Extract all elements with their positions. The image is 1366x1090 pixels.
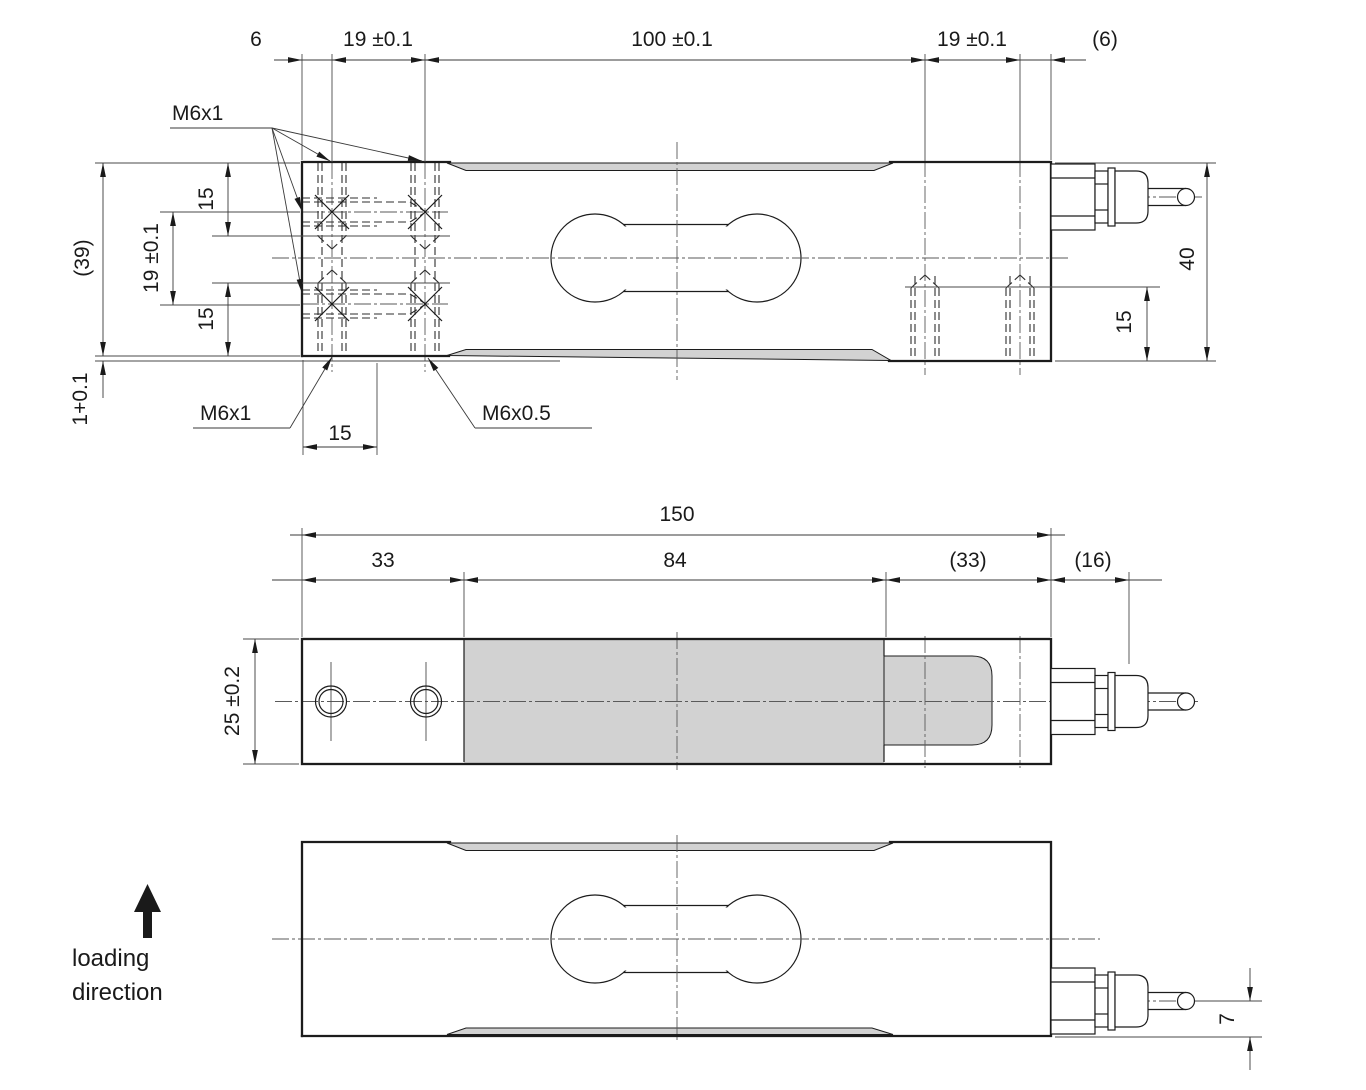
dim-pitch-left: 19 ±0.1 — [343, 28, 413, 51]
dim-span: 100 ±0.1 — [631, 28, 713, 51]
dimension-lines — [102, 59, 1251, 1070]
mounting-holes — [314, 685, 443, 718]
dim-pitch-right: 19 ±0.1 — [937, 28, 1007, 51]
dimension-arrowheads — [100, 57, 1253, 1051]
side-view-top — [272, 142, 1205, 380]
thread-holes-right-block — [910, 274, 1035, 361]
note-direction: direction — [72, 979, 163, 1006]
dim-body-height: (39) — [71, 239, 94, 276]
dim-total-length: 150 — [659, 503, 694, 526]
extension-lines — [95, 54, 1262, 1038]
loading-direction-arrow — [134, 884, 161, 938]
dim-total-height: 40 — [1176, 247, 1199, 270]
top-slot — [446, 842, 894, 851]
dim-thread-depth-right: 15 — [1113, 310, 1136, 333]
dim-left-section: 33 — [371, 549, 394, 572]
top-slot — [446, 162, 894, 171]
dim-step: 1+0.1 — [69, 372, 92, 425]
thread-chamfer-marks — [314, 194, 443, 322]
dimension-texts: 6 19 ±0.1 100 ±0.1 19 ±0.1 (6) M6x1 (39)… — [69, 28, 1239, 1025]
label-thread-fine: M6x0.5 — [482, 402, 551, 425]
dim-right-section: (33) — [949, 549, 986, 572]
dim-connector-length: (16) — [1074, 549, 1111, 572]
dim-depth-top: 15 — [195, 187, 218, 210]
side-view-bottom — [272, 835, 1200, 1043]
label-thread-top: M6x1 — [172, 102, 223, 125]
bottom-slot — [446, 1027, 894, 1035]
dim-axial-depth: 15 — [328, 422, 351, 445]
plan-view — [275, 632, 1198, 770]
dim-width: 25 ±0.2 — [221, 666, 244, 736]
leader-lines — [170, 127, 592, 429]
recessed-tongue — [883, 655, 993, 746]
dim-offset-left: 6 — [250, 28, 262, 51]
dim-middle-section: 84 — [663, 549, 687, 572]
label-thread-bottom: M6x1 — [200, 402, 251, 425]
dim-offset-right: (6) — [1092, 28, 1118, 51]
bottom-slot — [446, 349, 893, 362]
dim-cable-offset: 7 — [1216, 1013, 1239, 1025]
dim-depth-bottom: 15 — [195, 307, 218, 330]
thread-holes-left-block — [302, 163, 440, 356]
dim-pitch-vertical: 19 ±0.1 — [140, 223, 163, 293]
note-loading: loading — [72, 945, 149, 972]
